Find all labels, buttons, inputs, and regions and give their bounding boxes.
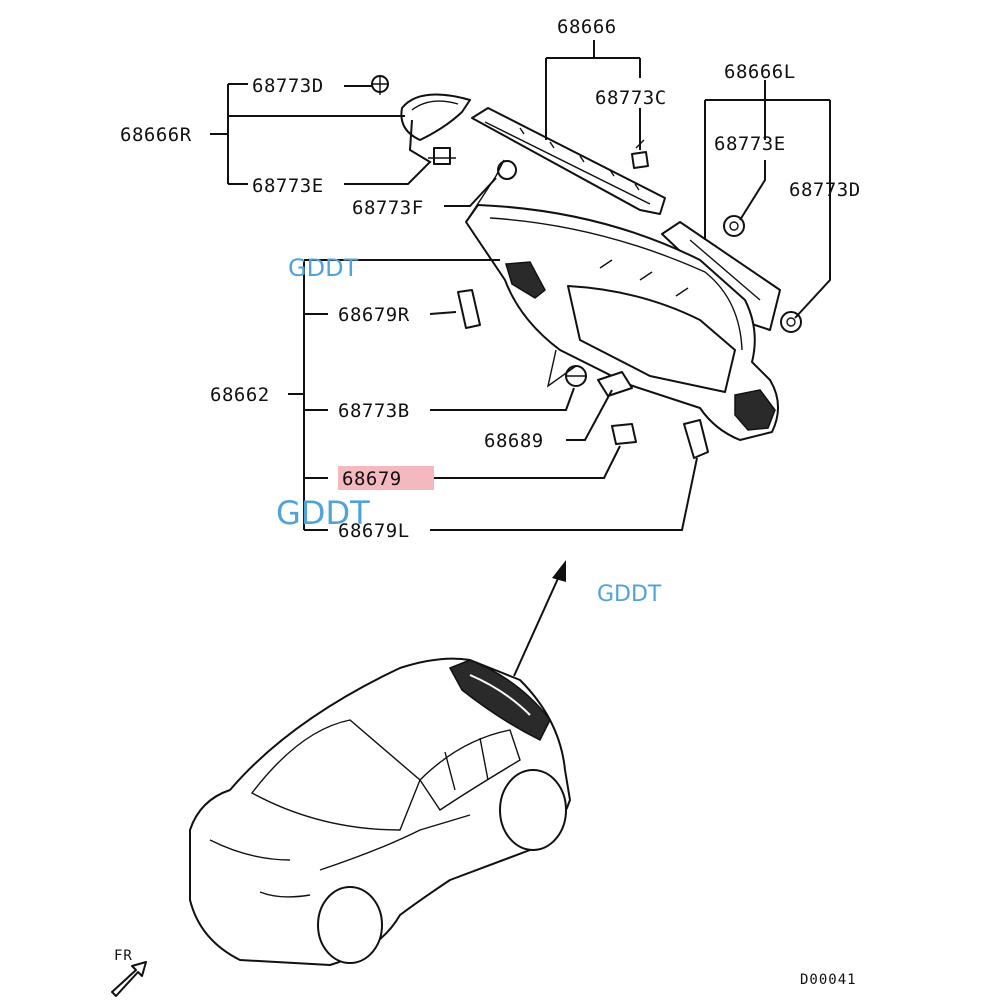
part-68689-lamp [597,371,633,397]
label-68679R: 68679R [338,304,410,326]
part-68679-pad [611,423,637,445]
cover-inner-line [411,100,459,111]
part-68679L-pad [683,419,709,459]
liner-window-opening [567,285,736,393]
diagram-code: D00041 [800,972,857,988]
liner-handle-pocket [505,261,546,299]
clip-68773E-right [723,215,745,237]
clip-68773C [631,139,649,169]
label-68773D-right: 68773D [789,179,861,201]
highlight-68679 [338,466,434,490]
front-details [209,839,311,898]
car-tailgate-liner [448,659,551,742]
label-68666: 68666 [557,16,617,38]
label-68666R: 68666R [120,124,192,146]
clip-68773F [495,159,517,180]
liner-lamp-area [734,389,776,431]
watermark-3: GDDT [597,582,662,607]
label-68679L: 68679L [338,520,410,542]
part-68679R-pad [457,289,481,329]
label-68773F: 68773F [352,197,424,219]
label-fr: FR [114,948,133,964]
front-wheel [317,886,383,964]
label-68773B: 68773B [338,400,410,422]
watermark-1: GDDT [288,254,359,282]
label-68662: 68662 [210,384,270,406]
watermark-2: GDDT [276,494,370,532]
pillars [444,737,489,791]
label-68679: 68679 [342,468,402,490]
label-68773D-top: 68773D [252,75,324,97]
label-68773E-left: 68773E [252,175,324,197]
liner-upper-contour [489,217,743,351]
car-liner-highlight [469,674,531,716]
label-68773E-right: 68773E [714,133,786,155]
label-68773C: 68773C [595,87,667,109]
garnish-ribs [519,127,640,191]
rear-wheel [499,769,567,851]
body-line [319,814,471,871]
garnish-edge-line [484,121,651,205]
front-direction-arrow [111,961,147,997]
clip-68773B [565,365,587,387]
clip-68773D-top [371,75,389,95]
label-68689: 68689 [484,430,544,452]
vehicle-illustration [189,657,571,966]
leader-lines [210,40,831,677]
arrow-head [552,560,566,582]
windshield [250,719,421,831]
liner-clip-marks [599,259,689,297]
label-68666L: 68666L [724,61,796,83]
clip-68773E-left [428,147,456,165]
